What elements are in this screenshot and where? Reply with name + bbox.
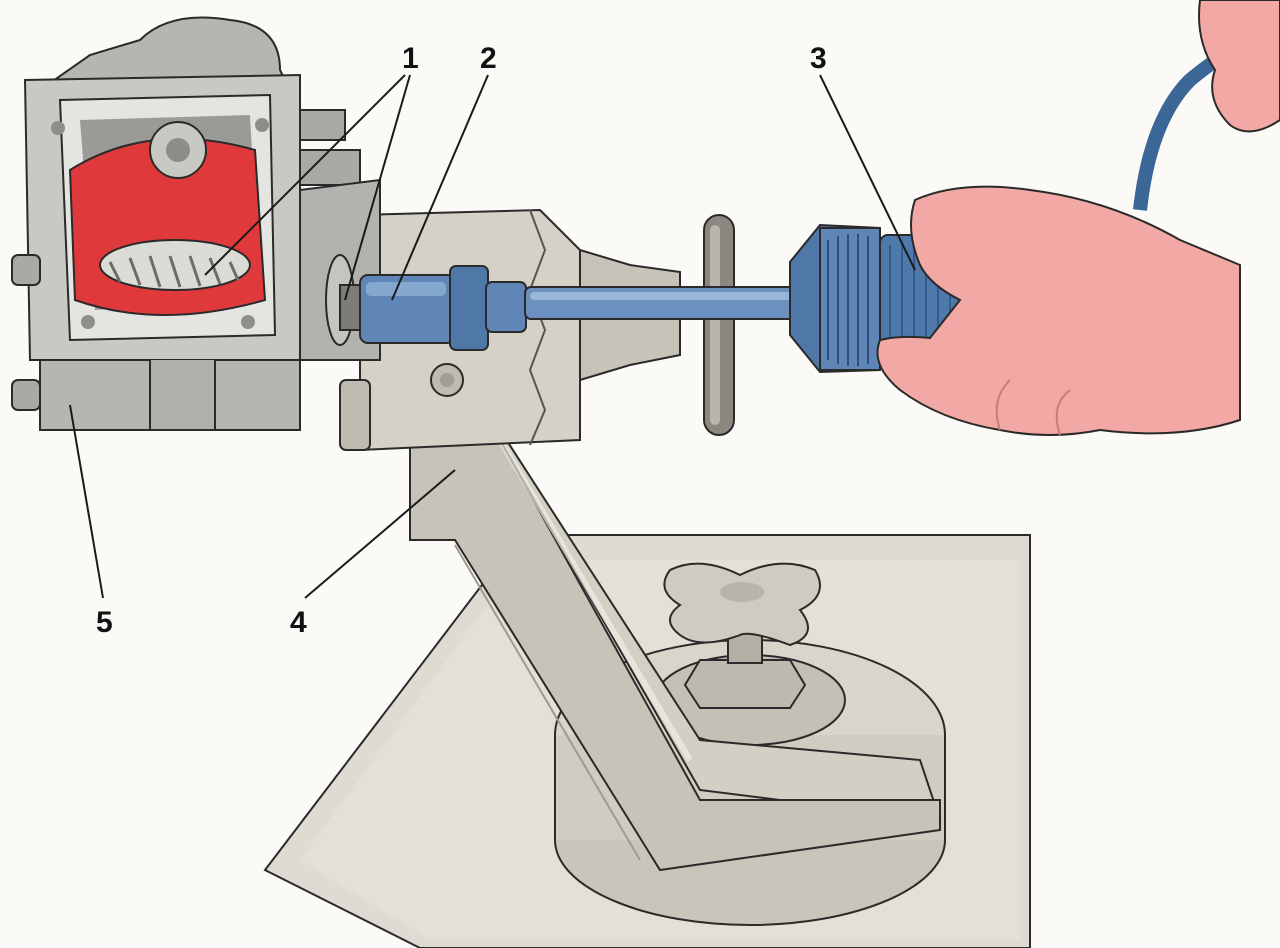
- cable-and-hand: [1133, 0, 1280, 211]
- leader-4: [304, 469, 456, 599]
- steering-gear-housing: [11, 16, 381, 431]
- socket-adapter: [339, 265, 527, 351]
- leader-3: [819, 74, 916, 271]
- leader-1a: [204, 74, 406, 276]
- leader-lines: [69, 74, 916, 599]
- stand-handle: [703, 214, 735, 436]
- callout-4: 4: [290, 606, 307, 639]
- callout-labels: 1 2 3 4 5: [96, 42, 827, 639]
- operator-hand: [876, 185, 1241, 436]
- callout-2: 2: [480, 42, 497, 75]
- leader-1b: [344, 74, 411, 301]
- leader-2: [391, 74, 489, 301]
- stand-arm: [409, 428, 942, 872]
- clamp-screw: [663, 562, 821, 709]
- callout-1: 1: [402, 42, 419, 75]
- callout-5: 5: [96, 606, 113, 639]
- callout-3: 3: [810, 42, 827, 75]
- leader-5: [69, 404, 104, 599]
